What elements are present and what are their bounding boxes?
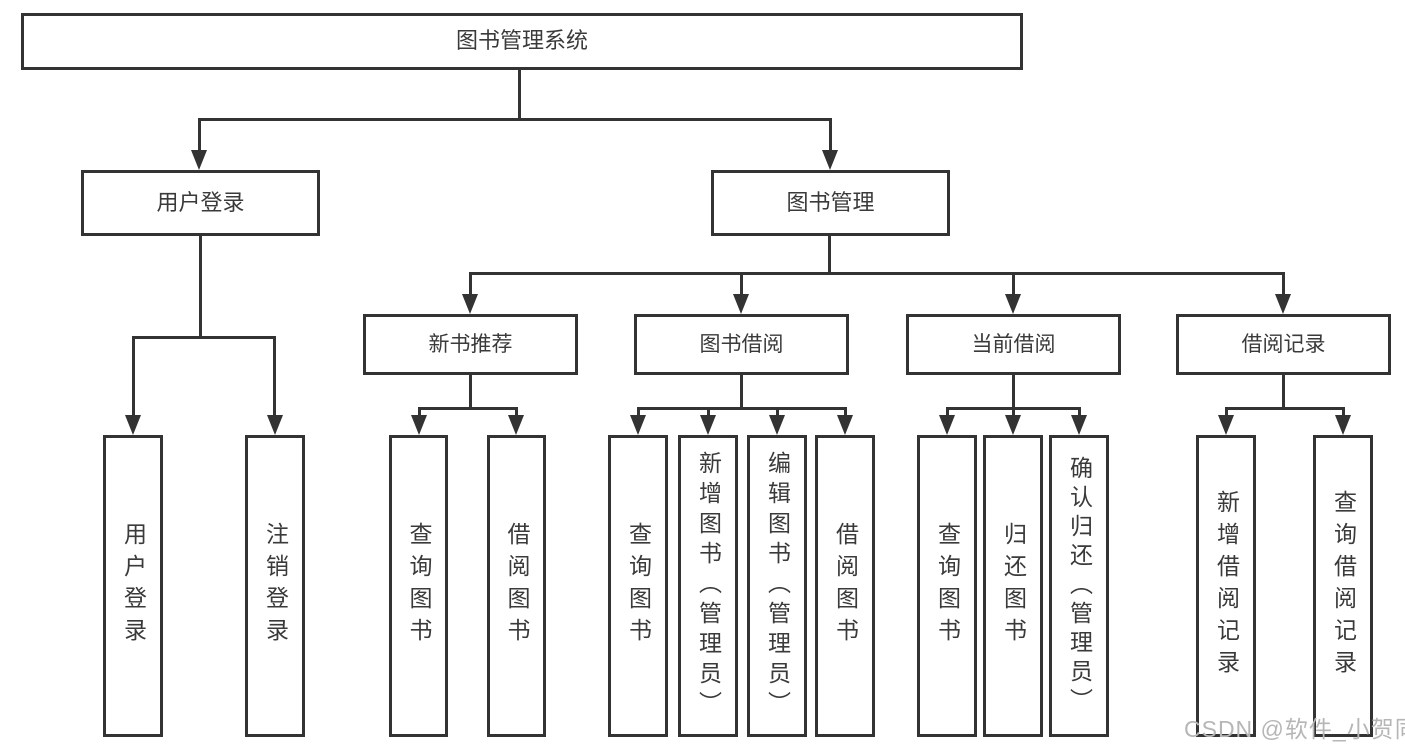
connector-line — [418, 407, 421, 417]
leaf-edit-books-admin: 编辑图书（管理员） — [747, 435, 807, 737]
leaf-return-books: 归还图书 — [983, 435, 1043, 737]
arrow-down-icon — [267, 415, 283, 435]
connector-line — [1078, 407, 1081, 417]
leaf-confirm-return-admin: 确认归还（管理员） — [1049, 435, 1109, 737]
connector-line — [740, 375, 743, 407]
leaf-user-login: 用户登录 — [103, 435, 163, 737]
connector-line — [740, 272, 743, 296]
leaf-query-borrow-record: 查询借阅记录 — [1313, 435, 1373, 737]
arrow-down-icon — [1071, 415, 1087, 435]
connector-line — [1012, 407, 1015, 417]
connector-line — [469, 375, 472, 407]
arrow-down-icon — [630, 415, 646, 435]
leaf-query-books-recommend: 查询图书 — [389, 435, 448, 737]
connector-line — [637, 407, 640, 417]
connector-line — [946, 407, 949, 417]
arrow-down-icon — [508, 415, 524, 435]
connector-line — [776, 407, 779, 417]
arrow-down-icon — [462, 294, 478, 314]
connector-line — [1012, 272, 1015, 296]
csdn-watermark: CSDN @软件_小贺同学 — [1184, 716, 1405, 742]
leaf-add-books-admin: 新增图书（管理员） — [678, 435, 738, 737]
arrow-down-icon — [1218, 415, 1234, 435]
connector-line — [1282, 272, 1285, 296]
connector-line — [418, 407, 518, 410]
connector-line — [469, 272, 472, 296]
connector-line — [198, 118, 832, 121]
arrow-down-icon — [411, 415, 427, 435]
connector-line — [637, 407, 847, 410]
leaf-query-books-current: 查询图书 — [917, 435, 977, 737]
arrow-down-icon — [1335, 415, 1351, 435]
connector-line — [1225, 407, 1345, 410]
node-current-borrowing: 当前借阅 — [906, 314, 1121, 375]
connector-line — [469, 272, 1284, 275]
arrow-down-icon — [1005, 415, 1021, 435]
node-book-management: 图书管理 — [711, 170, 950, 236]
arrow-down-icon — [191, 150, 207, 170]
connector-line — [1225, 407, 1228, 417]
arrow-down-icon — [1005, 294, 1021, 314]
connector-line — [198, 118, 201, 152]
connector-line — [273, 336, 276, 416]
node-user-login-branch: 用户登录 — [81, 170, 320, 236]
leaf-borrow-books-recommend: 借阅图书 — [487, 435, 546, 737]
connector-line — [1282, 375, 1285, 407]
arrow-down-icon — [125, 415, 141, 435]
leaf-query-books-borrowing: 查询图书 — [608, 435, 668, 737]
connector-line — [518, 70, 521, 118]
node-new-book-recommendation: 新书推荐 — [363, 314, 578, 375]
arrow-down-icon — [700, 415, 716, 435]
connector-line — [828, 236, 831, 272]
arrow-down-icon — [837, 415, 853, 435]
arrow-down-icon — [1275, 294, 1291, 314]
arrow-down-icon — [733, 294, 749, 314]
connector-line — [829, 118, 832, 152]
connector-line — [844, 407, 847, 417]
connector-line — [132, 336, 135, 416]
leaf-borrow-books: 借阅图书 — [815, 435, 875, 737]
connector-line — [1342, 407, 1345, 417]
leaf-add-borrow-record: 新增借阅记录 — [1196, 435, 1256, 737]
arrow-down-icon — [939, 415, 955, 435]
arrow-down-icon — [822, 150, 838, 170]
node-library-system: 图书管理系统 — [21, 13, 1023, 70]
connector-line — [707, 407, 710, 417]
connector-line — [515, 407, 518, 417]
connector-line — [132, 336, 276, 339]
leaf-logout: 注销登录 — [245, 435, 305, 737]
node-borrowing-records: 借阅记录 — [1176, 314, 1391, 375]
arrow-down-icon — [769, 415, 785, 435]
node-book-borrowing: 图书借阅 — [634, 314, 849, 375]
connector-line — [1012, 375, 1015, 407]
connector-line — [199, 236, 202, 336]
